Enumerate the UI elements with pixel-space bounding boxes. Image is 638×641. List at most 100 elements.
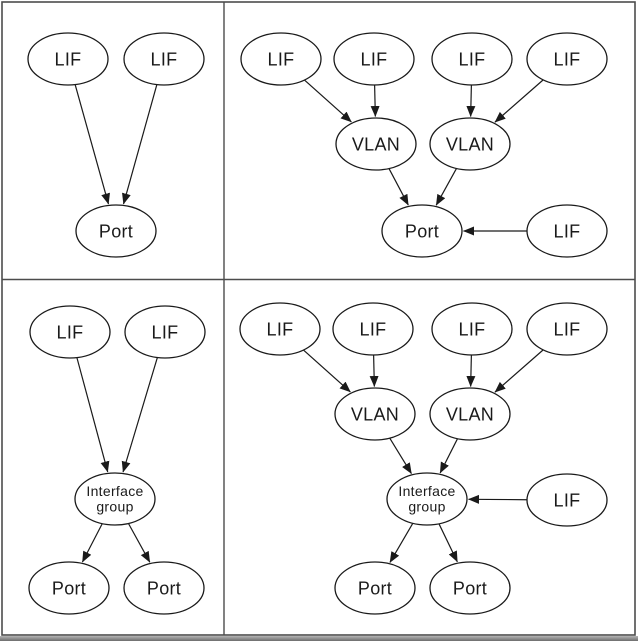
node-ellipse (123, 32, 205, 86)
node-q2-vlan-2: VLAN (429, 117, 511, 171)
node-ellipse (333, 32, 415, 86)
edge-q3-ifgrp-to-q3-port-2 (127, 523, 151, 563)
window-bottom-edge (0, 636, 638, 641)
node-ellipse (332, 302, 414, 356)
node-label: LIF (554, 49, 581, 69)
node-q2-lif-2: LIF (333, 32, 415, 86)
node-label: Port (358, 578, 392, 598)
edge-q2-lif-2-to-q2-vlan-1 (370, 84, 380, 118)
edge-q4-ifgrp-to-q4-port-2 (438, 523, 458, 563)
node-ellipse (29, 305, 111, 359)
node-label: LIF (459, 49, 486, 69)
node-ellipse (431, 32, 513, 86)
node-ellipse (334, 561, 416, 615)
node-q3-lif-2: LIF (124, 305, 206, 359)
edge-q2-vlan-1-to-q2-port (388, 168, 409, 206)
node-label: Port (52, 578, 86, 598)
node-ellipse (429, 561, 511, 615)
edge-q2-lif-1-to-q2-vlan-1 (304, 79, 352, 123)
node-q3-lif-1: LIF (29, 305, 111, 359)
node-ellipse (386, 472, 468, 526)
node-ellipse (28, 561, 110, 615)
node-q2-port: Port (381, 204, 463, 258)
node-q2-lif-3: LIF (431, 32, 513, 86)
node-ellipse (334, 387, 416, 441)
edge-q2-vlan-2-to-q2-port (435, 168, 458, 206)
node-q4-lif-5: LIF (526, 473, 608, 527)
edge-q4-lif-3-to-q4-vlan-2 (466, 354, 476, 388)
node-q2-lif-1: LIF (240, 32, 322, 86)
node-label: LIF (268, 49, 295, 69)
edge-q4-vlan-2-to-q4-ifgrp (439, 438, 459, 474)
edge-q4-lif-4-to-q4-vlan-2 (494, 349, 544, 393)
node-q3-port-1: Port (28, 561, 110, 615)
node-ellipse (27, 32, 109, 86)
edge-q1-lif-2-to-q1-port (122, 84, 158, 205)
node-ellipse (431, 302, 513, 356)
node-label: Port (405, 221, 439, 241)
quadrant-top-right: LIF LIF LIF LIF VLAN VLAN Port LIF (240, 32, 608, 258)
node-ellipse (526, 32, 608, 86)
node-label: VLAN (446, 134, 494, 154)
node-label: LIF (554, 490, 581, 510)
node-q4-lif-2: LIF (332, 302, 414, 356)
node-label: Port (453, 578, 487, 598)
node-label: LIF (459, 319, 486, 339)
quadrant-top-left: LIF LIF Port (27, 32, 205, 258)
node-label: LIF (55, 49, 82, 69)
node-label: Interface (86, 483, 143, 499)
node-ellipse (526, 302, 608, 356)
edge-q4-lif-1-to-q4-vlan-1 (303, 349, 351, 393)
edge-q3-lif-1-to-q3-ifgrp (76, 357, 110, 473)
node-q1-port: Port (75, 204, 157, 258)
edge-q3-ifgrp-to-q3-port-1 (81, 523, 103, 563)
node-label: LIF (554, 221, 581, 241)
edge-q4-ifgrp-to-q4-port-1 (389, 523, 414, 563)
node-ellipse (429, 117, 511, 171)
node-q1-lif-2: LIF (123, 32, 205, 86)
edge-q1-lif-1-to-q1-port (74, 84, 110, 205)
node-label: LIF (267, 319, 294, 339)
node-ellipse (429, 387, 511, 441)
node-q4-lif-4: LIF (526, 302, 608, 356)
node-ellipse (124, 305, 206, 359)
edge-q4-lif-2-to-q4-vlan-1 (369, 354, 379, 388)
node-label: LIF (361, 49, 388, 69)
node-ellipse (526, 204, 608, 258)
node-q2-lif-5: LIF (526, 204, 608, 258)
node-label: LIF (151, 49, 178, 69)
node-label: VLAN (352, 134, 400, 154)
node-q4-port-2: Port (429, 561, 511, 615)
node-ellipse (74, 472, 156, 526)
node-ellipse (526, 473, 608, 527)
node-q4-vlan-2: VLAN (429, 387, 511, 441)
node-ellipse (240, 32, 322, 86)
node-q2-lif-4: LIF (526, 32, 608, 86)
node-q4-port-1: Port (334, 561, 416, 615)
node-label: Interface (398, 483, 455, 499)
node-q4-vlan-1: VLAN (334, 387, 416, 441)
node-label: group (408, 499, 445, 515)
node-label: VLAN (446, 404, 494, 424)
node-label: Port (99, 221, 133, 241)
node-q4-lif-1: LIF (239, 302, 321, 356)
node-q1-lif-1: LIF (27, 32, 109, 86)
node-label: group (96, 499, 133, 515)
node-label: LIF (554, 319, 581, 339)
edges-layer (74, 79, 544, 563)
edge-q3-lif-2-to-q3-ifgrp (121, 357, 158, 473)
node-label: LIF (152, 322, 179, 342)
node-q3-port-2: Port (123, 561, 205, 615)
node-ellipse (335, 117, 417, 171)
node-ellipse (123, 561, 205, 615)
edge-q4-vlan-1-to-q4-ifgrp (389, 437, 412, 474)
